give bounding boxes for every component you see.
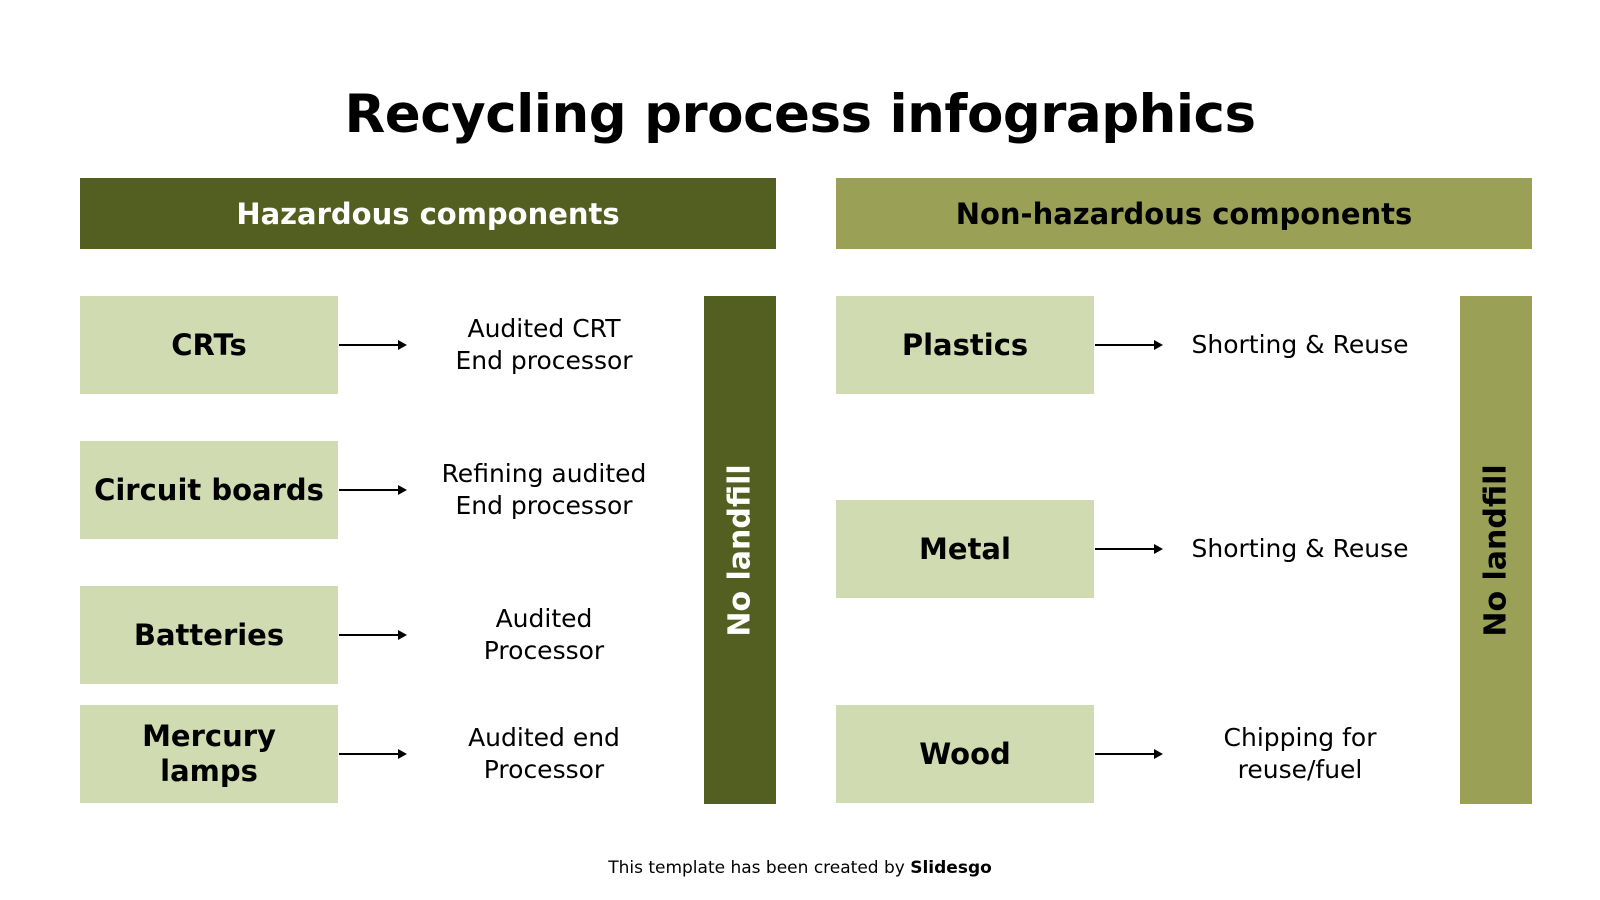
arrow-icon [1095, 544, 1163, 554]
process-text: Audited CRT End processor [455, 313, 633, 376]
process-label: Chipping for reuse/fuel [1170, 705, 1430, 803]
footer-prefix: This template has been created by [608, 858, 911, 878]
process-label: Shorting & Reuse [1170, 296, 1430, 394]
hazardous-no-landfill-bar: No landfill [704, 296, 776, 804]
process-label: Audited end Processor [414, 705, 674, 803]
component-box-circuit-boards: Circuit boards [80, 441, 338, 539]
component-box-wood: Wood [836, 705, 1094, 803]
arrow-icon [339, 485, 407, 495]
component-label: Metal [919, 531, 1011, 566]
arrow-icon [339, 340, 407, 350]
process-text: Refining audited End processor [441, 458, 647, 521]
hazardous-header-label: Hazardous components [236, 196, 620, 231]
component-label: Circuit boards [94, 472, 324, 507]
component-box-metal: Metal [836, 500, 1094, 598]
process-label: Audited CRT End processor [414, 296, 674, 394]
component-box-plastics: Plastics [836, 296, 1094, 394]
footer-brand[interactable]: Slidesgo [910, 858, 992, 878]
no-landfill-label: No landfill [1478, 463, 1514, 637]
no-landfill-label: No landfill [722, 463, 758, 637]
process-text: Chipping for reuse/fuel [1223, 722, 1377, 785]
non-hazardous-header-label: Non-hazardous components [955, 196, 1413, 231]
component-label: Mercury lamps [142, 719, 276, 788]
component-label: Wood [919, 736, 1011, 771]
arrow-icon [1095, 340, 1163, 350]
component-label: Batteries [133, 617, 285, 652]
process-label: Shorting & Reuse [1170, 500, 1430, 598]
process-label: Refining audited End processor [414, 441, 674, 539]
process-text: Audited Processor [483, 603, 605, 666]
component-box-crts: CRTs [80, 296, 338, 394]
non-hazardous-no-landfill-bar: No landfill [1460, 296, 1532, 804]
component-box-mercury-lamps: Mercury lamps [80, 705, 338, 803]
component-label: CRTs [171, 327, 247, 362]
component-label: Plastics [901, 327, 1029, 362]
non-hazardous-header: Non-hazardous components [836, 178, 1532, 249]
process-label: Audited Processor [414, 586, 674, 684]
process-text: Audited end Processor [468, 722, 620, 785]
arrow-icon [1095, 749, 1163, 759]
arrow-icon [339, 749, 407, 759]
page-title: Recycling process infographics [344, 84, 1257, 145]
process-text: Shorting & Reuse [1191, 329, 1409, 359]
component-box-batteries: Batteries [80, 586, 338, 684]
hazardous-header: Hazardous components [80, 178, 776, 249]
arrow-icon [339, 630, 407, 640]
footer-credit: This template has been created by Slides… [0, 858, 1600, 878]
process-text: Shorting & Reuse [1191, 533, 1409, 563]
